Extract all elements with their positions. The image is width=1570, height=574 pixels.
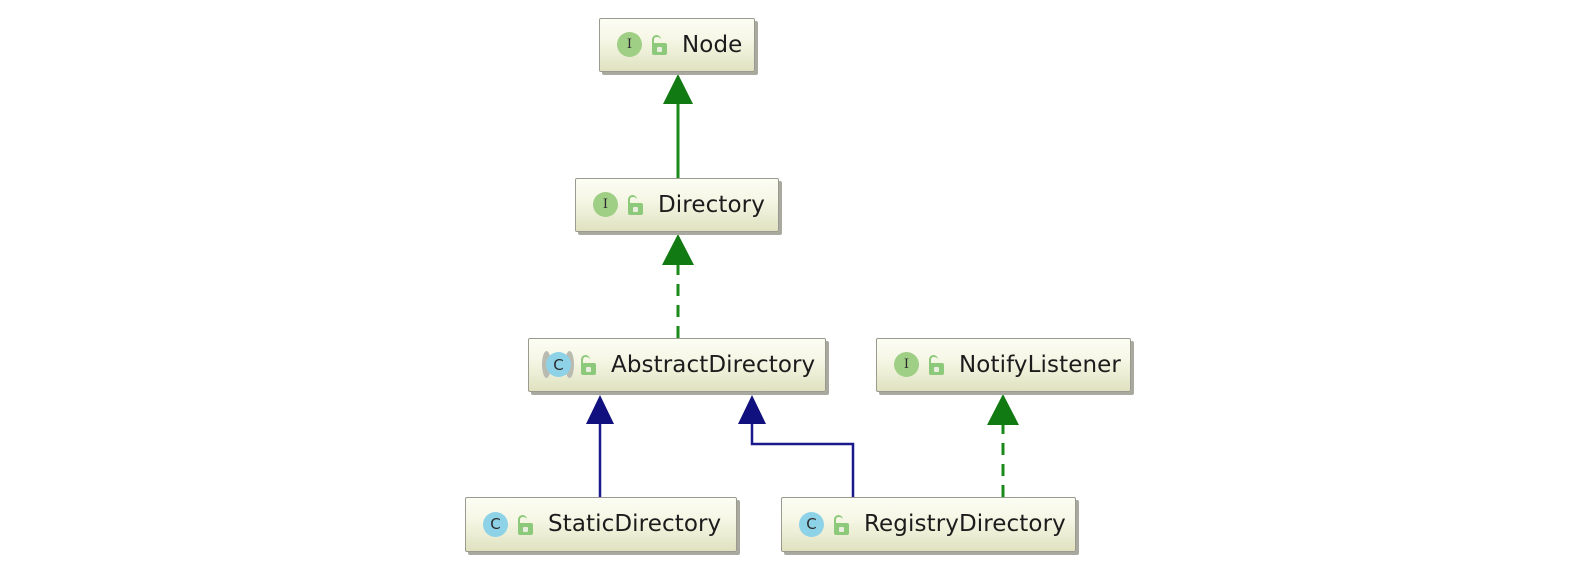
uml-node-label: StaticDirectory [548, 511, 722, 537]
interface-glyph: I [617, 32, 642, 57]
uml-node-label: RegistryDirectory [864, 511, 1066, 537]
class-glyph: C [799, 511, 824, 537]
edge-registrydirectory-implements-notifylistener [987, 394, 1019, 497]
abstract-class-icon: C [542, 350, 574, 380]
uml-node-label: Node [682, 31, 743, 58]
uml-node-node[interactable]: I Node [599, 18, 755, 72]
uml-node-label: AbstractDirectory [611, 351, 816, 378]
unlock-icon [927, 354, 947, 376]
unlock-icon [650, 34, 670, 56]
edge-staticdirectory-extends-abstractdirectory [586, 395, 614, 497]
edge-registrydirectory-extends-abstractdirectory [738, 395, 855, 497]
edge-directory-extends-node [663, 74, 693, 178]
uml-node-abstract-directory[interactable]: C AbstractDirectory [528, 338, 826, 392]
interface-icon: I [590, 190, 620, 220]
unlock-icon [832, 514, 852, 536]
class-icon: C [796, 510, 826, 540]
class-glyph: C [546, 352, 571, 377]
uml-node-label: NotifyListener [959, 351, 1121, 378]
class-glyph: C [483, 511, 508, 537]
interface-glyph: I [593, 192, 618, 217]
unlock-icon [626, 194, 646, 216]
unlock-icon [579, 354, 599, 376]
interface-icon: I [614, 30, 644, 60]
edge-abstractdirectory-implements-directory [662, 234, 694, 338]
uml-node-directory[interactable]: I Directory [575, 178, 779, 232]
uml-node-registry-directory[interactable]: C RegistryDirectory [781, 497, 1076, 552]
uml-node-notify-listener[interactable]: I NotifyListener [876, 338, 1131, 392]
class-icon: C [480, 510, 510, 540]
uml-node-static-directory[interactable]: C StaticDirectory [465, 497, 737, 552]
unlock-icon [516, 514, 536, 536]
interface-glyph: I [894, 352, 919, 377]
uml-node-label: Directory [658, 191, 765, 218]
interface-icon: I [891, 350, 921, 380]
